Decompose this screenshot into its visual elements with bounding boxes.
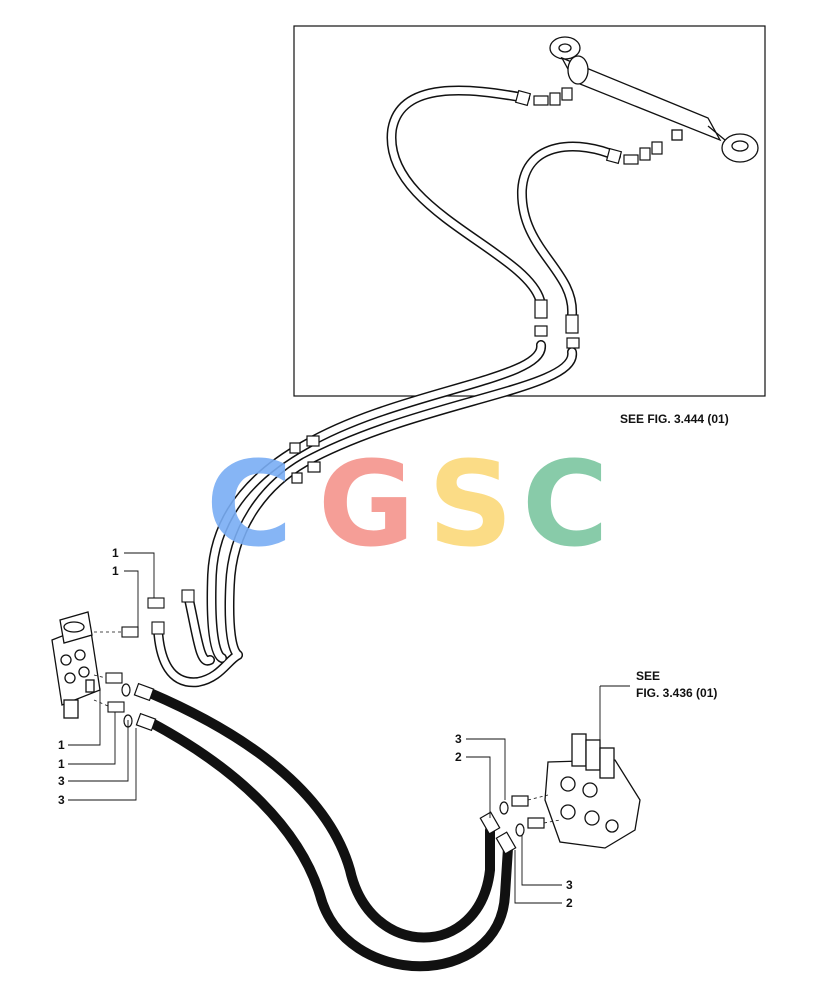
callout-label: 1 (112, 546, 119, 560)
left-fittings (105, 589, 195, 713)
upper-hoses (153, 85, 621, 688)
reference-right-line2: FIG. 3.436 (01) (636, 686, 717, 700)
inset-frame (293, 25, 766, 397)
control-valve-icon (544, 733, 641, 849)
callout-label: 3 (566, 878, 573, 892)
callout-label: 2 (455, 750, 462, 764)
reference-top: SEE FIG. 3.444 (01) (620, 412, 729, 426)
callout-label: 1 (58, 757, 65, 771)
callout-label: 2 (566, 896, 573, 910)
left-callouts (68, 552, 155, 801)
watermark-letter: C (206, 435, 293, 573)
watermark-letter: G (318, 435, 415, 573)
callout-label: 3 (455, 732, 462, 746)
selector-valve-icon (51, 611, 101, 719)
watermark: C G S C (206, 435, 609, 573)
callout-label: 1 (58, 738, 65, 752)
lower-fittings (121, 682, 545, 855)
right-callouts (466, 738, 562, 904)
upper-fittings (289, 87, 663, 484)
lower-hoses (145, 688, 513, 972)
callout-label: 1 (112, 564, 119, 578)
reference-right-line1: SEE (636, 669, 660, 683)
callout-label: 3 (58, 774, 65, 788)
callout-label: 3 (58, 793, 65, 807)
watermark-letter: S (428, 435, 513, 573)
watermark-letter: C (522, 435, 609, 573)
hydraulic-cylinder-icon (549, 36, 759, 163)
